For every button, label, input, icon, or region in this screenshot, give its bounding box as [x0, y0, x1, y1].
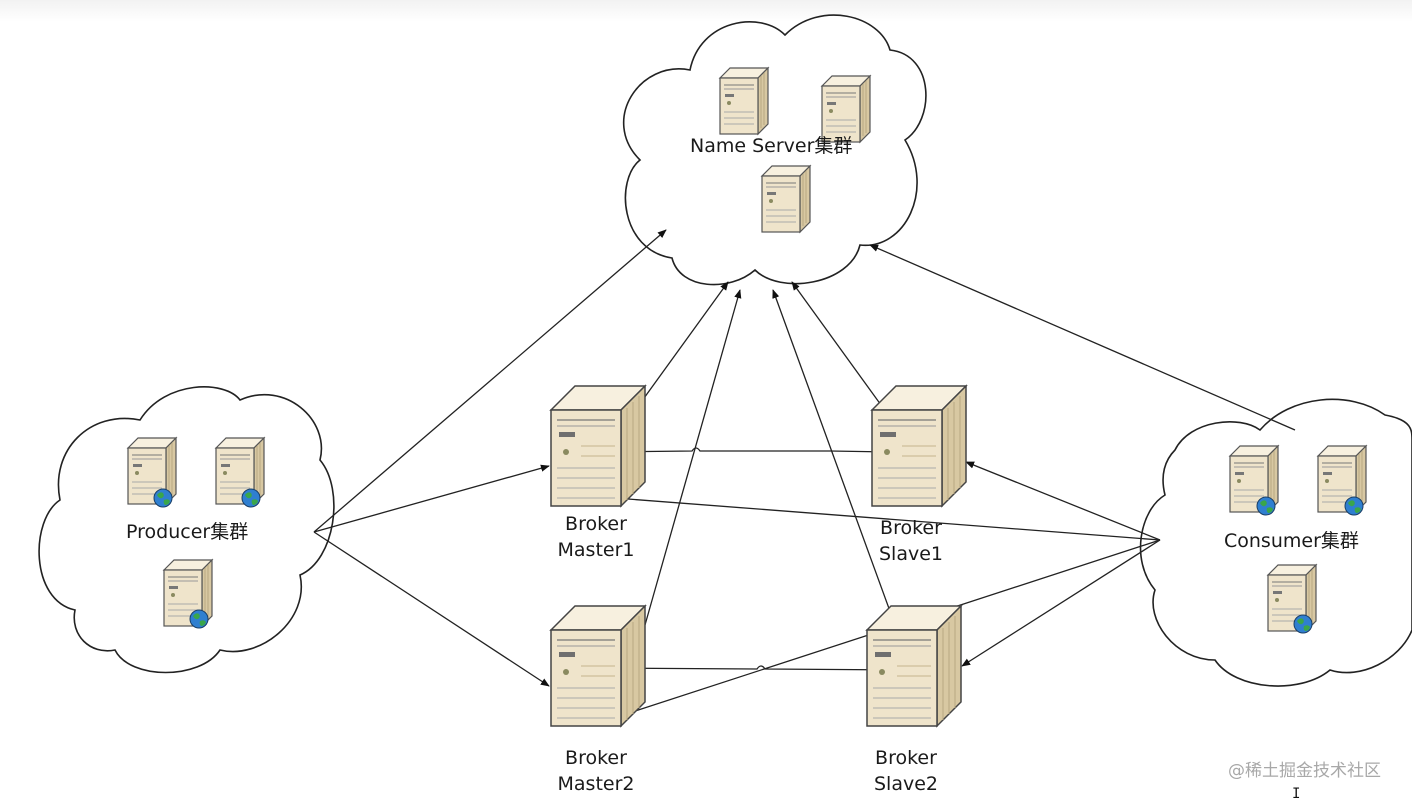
name-server-2-icon [821, 75, 871, 143]
consumer-server-3-icon [1267, 564, 1317, 634]
edge-master1-slave1 [597, 447, 891, 456]
consumer-cluster-label: Consumer集群 [1224, 530, 1359, 552]
broker-master2-icon [550, 605, 646, 727]
consumer-server-1-icon [1229, 445, 1279, 516]
producer-server-2-icon [215, 437, 265, 508]
edge-producer-master1 [313, 464, 550, 533]
text-cursor-icon: I [1292, 786, 1301, 802]
consumer-server-2-icon [1317, 445, 1367, 516]
producer-server-3-icon [163, 559, 213, 629]
broker-slave2-label: Broker Slave2 [873, 747, 939, 795]
producer-server-1-icon [127, 437, 177, 508]
broker-master1-label: Broker Master1 [557, 513, 635, 561]
name-server-1-icon [719, 67, 769, 135]
name-server-3-icon [761, 165, 811, 233]
edge-consumer-slave2 [961, 539, 1161, 667]
name-server-cluster-label: Name Server集群 [690, 135, 853, 157]
broker-slave1-label: Broker Slave1 [878, 517, 944, 565]
broker-slave1-icon [871, 385, 967, 507]
edge-producer-nameserver [313, 229, 667, 533]
edge-slave2-nameserver [772, 289, 896, 626]
broker-slave2-icon [866, 605, 962, 727]
edge-master2-nameserver [644, 289, 742, 626]
edge-consumer-slave1 [965, 461, 1161, 541]
broker-master2-label: Broker Master2 [557, 747, 635, 795]
watermark-text: @稀土掘金技术社区 [1228, 761, 1381, 781]
edge-producer-master2 [313, 531, 550, 687]
edge-consumer-master1 [614, 495, 1161, 541]
top-fade-band [0, 0, 1412, 22]
producer-cluster-label: Producer集群 [126, 521, 249, 543]
broker-master1-icon [550, 385, 646, 507]
edge-consumer-nameserver [869, 244, 1296, 431]
